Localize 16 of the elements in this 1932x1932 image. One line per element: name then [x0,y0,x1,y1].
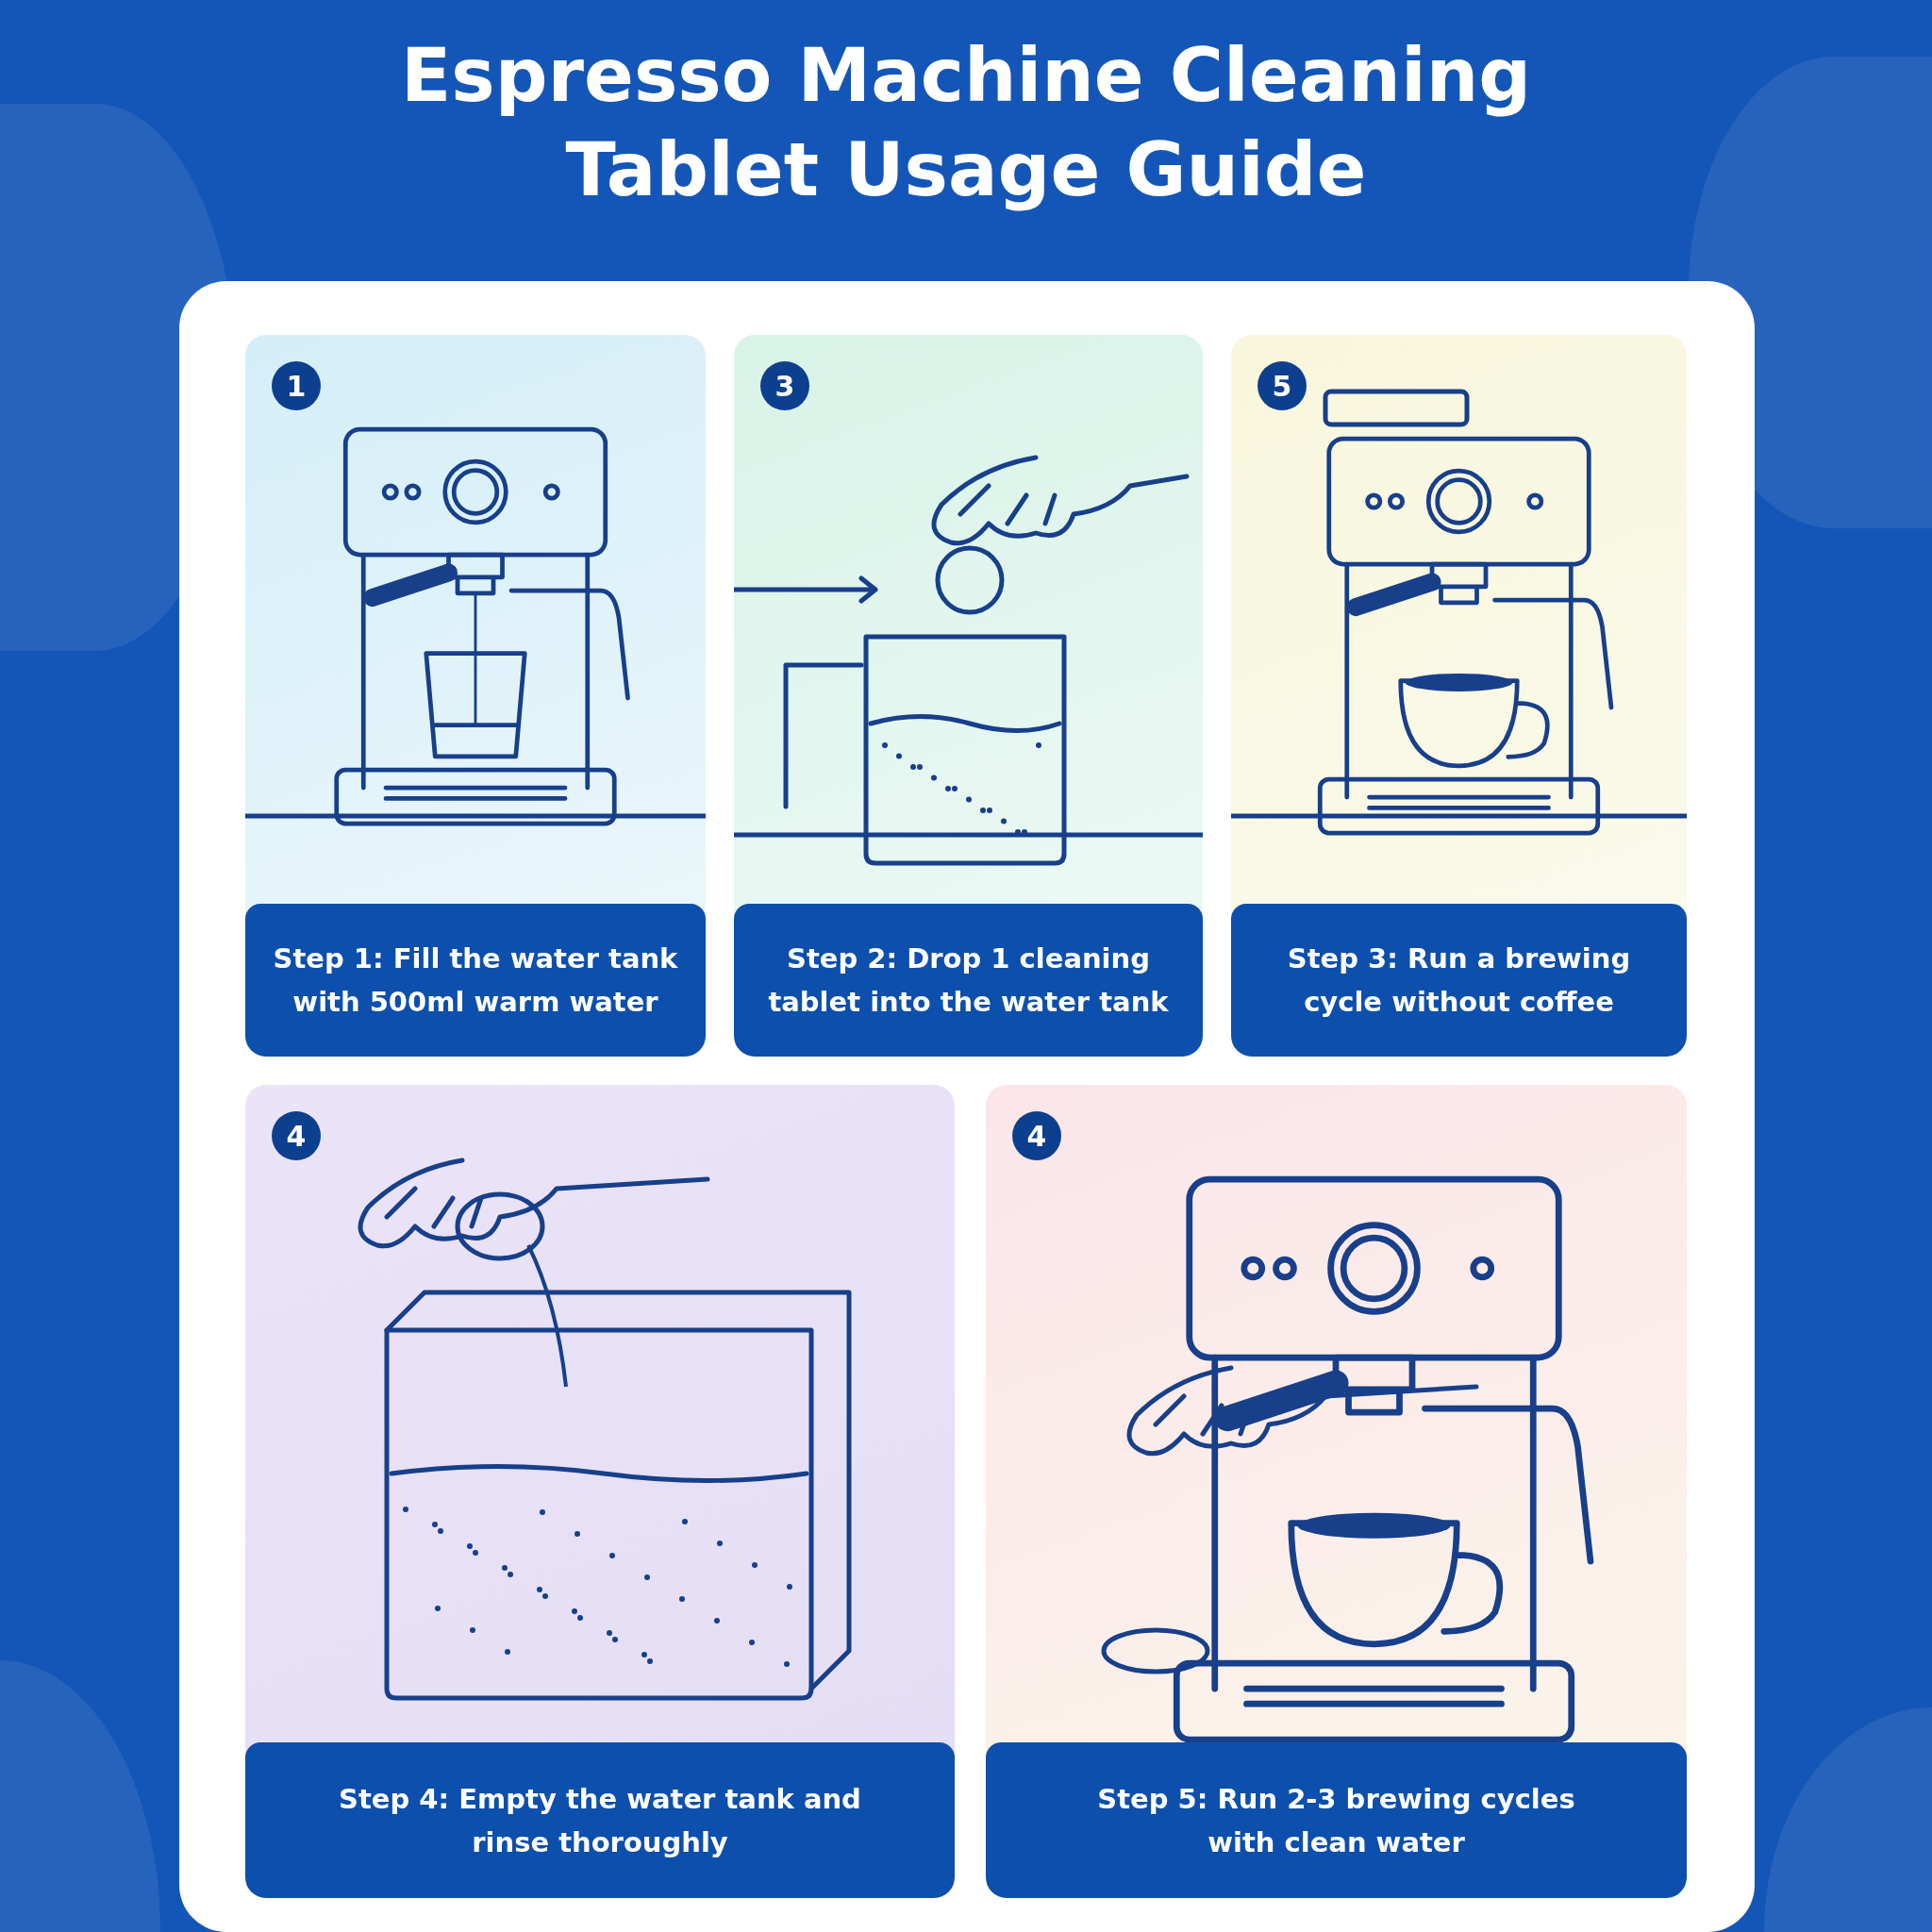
step-caption: Step 1: Fill the water tank with 500ml warm water [272,941,679,1020]
step-number-badge: 5 [1257,361,1307,410]
step-number-badge: 1 [272,361,321,410]
title: Espresso Machine Cleaning Tablet Usage Guide [400,32,1532,214]
step-panel [734,335,1203,1057]
step-number-badge: 3 [760,361,809,410]
step-caption: Step 2: Drop 1 cleaning tablet into the water tank [767,941,1170,1020]
step-panel [1231,335,1687,1057]
step-panel [986,1085,1687,1898]
step-number-badge: 4 [272,1111,321,1160]
step-caption: Step 3: Run a brewing cycle without coffee [1286,941,1632,1020]
step-panel [245,1085,955,1898]
step-caption: Step 4: Empty the water tank and rinse thoroughly [338,1781,862,1860]
step-number-badge: 4 [1012,1111,1061,1160]
step-caption: Step 5: Run 2-3 brewing cycles with clean water [1096,1781,1576,1860]
step-panel [245,335,706,1057]
